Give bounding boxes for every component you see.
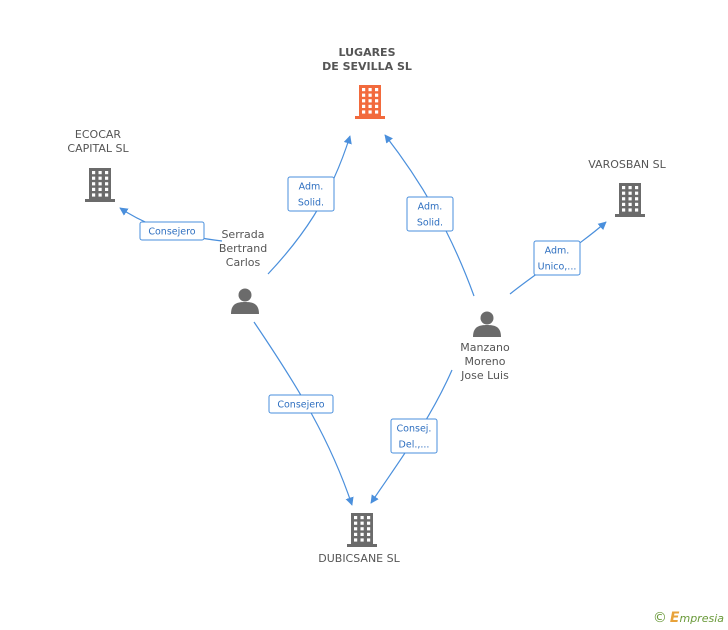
node-label: VAROSBAN SL xyxy=(588,158,666,171)
edge-label-text: Adm. xyxy=(545,246,570,257)
node-label: Moreno xyxy=(465,355,506,368)
edge-label-text: Del.,... xyxy=(399,440,430,451)
edge-label-text: Solid. xyxy=(417,218,443,229)
node-label: Serrada xyxy=(221,228,264,241)
edge-label-text: Consejero xyxy=(277,400,324,411)
node-label: LUGARES xyxy=(339,46,396,59)
person-icon[interactable] xyxy=(231,288,259,315)
edge-manzano-varosban: Adm. Unico,... xyxy=(509,221,607,295)
brand-logo: Empresia xyxy=(669,610,724,626)
node-label: ECOCAR xyxy=(75,128,121,141)
edge-label-text: Consejero xyxy=(148,227,195,238)
edge-line xyxy=(267,135,352,275)
edge-label-text: Consej. xyxy=(397,424,432,435)
edge-label-text: Adm. xyxy=(418,202,443,213)
edge-label-box[interactable] xyxy=(406,196,454,232)
edge-label-box[interactable] xyxy=(287,176,335,212)
edges-layer: ConsejeroAdm.Solid.ConsejeroAdm.Solid.Ad… xyxy=(119,134,607,506)
person-icon[interactable] xyxy=(473,311,501,338)
node-label: Bertrand xyxy=(219,242,267,255)
footer-brand: © Empresia xyxy=(653,610,724,626)
node-dubicsane[interactable]: DUBICSANE SL xyxy=(318,513,401,565)
edge-serrada-lugares: Adm. Solid. xyxy=(267,135,352,275)
edge-manzano-dubicsane: Consej. Del.,... xyxy=(370,369,453,504)
node-label: Jose Luis xyxy=(460,369,509,382)
copyright-symbol: © xyxy=(652,610,667,626)
edge-label-box[interactable] xyxy=(533,240,581,276)
edge-label-text: Adm. xyxy=(299,182,324,193)
edge-label-box[interactable] xyxy=(390,418,438,454)
building-icon[interactable] xyxy=(355,85,385,119)
node-label: CAPITAL SL xyxy=(67,142,129,155)
node-label: DE SEVILLA SL xyxy=(322,60,412,73)
building-icon[interactable] xyxy=(615,183,645,217)
edge-label-text: Solid. xyxy=(298,198,324,209)
edge-manzano-lugares: Adm. Solid. xyxy=(384,134,475,297)
node-label: Manzano xyxy=(460,341,510,354)
edge-label-text: Unico,... xyxy=(538,262,577,273)
edge-serrada-dubicsane: Consejero xyxy=(253,321,354,506)
building-icon[interactable] xyxy=(85,168,115,202)
edge-label-box[interactable] xyxy=(268,394,334,414)
edge-line xyxy=(253,321,354,506)
node-label: DUBICSANE SL xyxy=(318,552,400,565)
node-label: Carlos xyxy=(226,256,261,269)
edge-serrada-ecocar: Consejero xyxy=(119,207,223,242)
building-icon[interactable] xyxy=(347,513,377,547)
node-varosban[interactable]: VAROSBAN SL xyxy=(588,158,667,217)
edge-label-box[interactable] xyxy=(139,221,205,241)
